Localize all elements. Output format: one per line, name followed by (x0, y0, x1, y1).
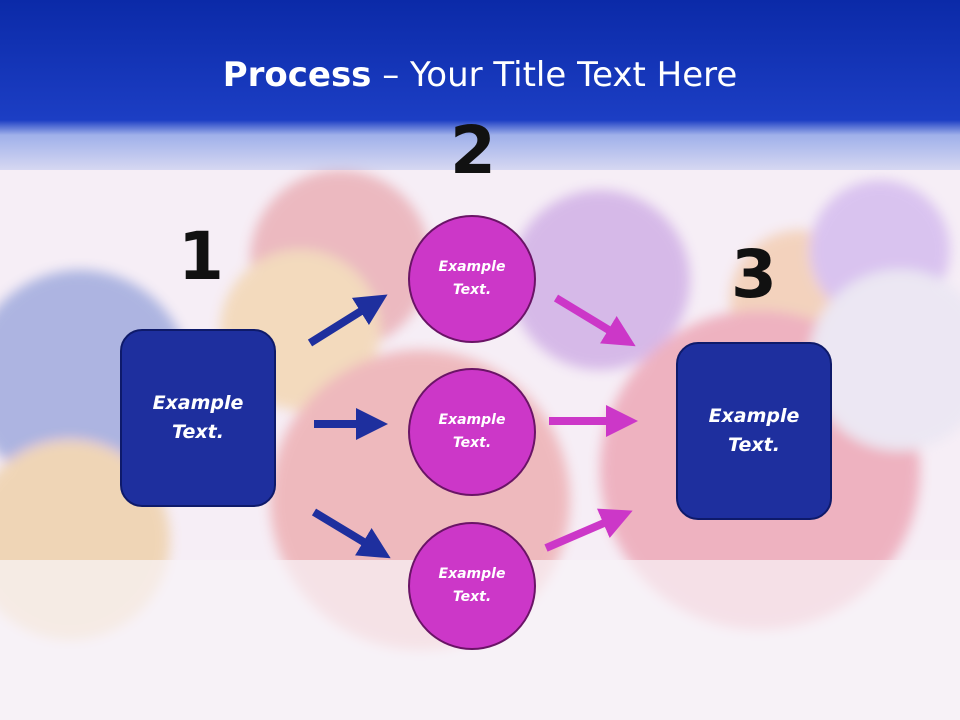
header-band (0, 0, 960, 170)
arrow-top-to-right (553, 294, 636, 347)
arrow-bottom-to-right (544, 508, 633, 552)
step-number-2: 2 (450, 112, 496, 189)
step-2-circle-bottom: Example Text. (408, 522, 536, 650)
circle-bottom-text: Example Text. (438, 566, 506, 605)
step-2-circle-middle: Example Text. (408, 368, 536, 496)
circle-top-text: Example Text. (438, 259, 506, 298)
step-1-box: Example Text. (120, 329, 276, 507)
step-number-1: 1 (178, 218, 224, 295)
step-3-box: Example Text. (676, 342, 832, 520)
circle-middle-text: Example Text. (438, 412, 506, 451)
arrow-left-to-top (307, 294, 388, 347)
step-3-text: Example Text. (708, 405, 800, 456)
arrow-left-to-bottom (311, 508, 391, 559)
title-bold: Process (222, 55, 372, 95)
slide-title: Process – Your Title Text Here (0, 52, 960, 98)
step-2-circle-top: Example Text. (408, 215, 536, 343)
step-number-3: 3 (731, 236, 777, 313)
step-1-text: Example Text. (152, 392, 244, 443)
title-rest: – Your Title Text Here (371, 55, 738, 95)
